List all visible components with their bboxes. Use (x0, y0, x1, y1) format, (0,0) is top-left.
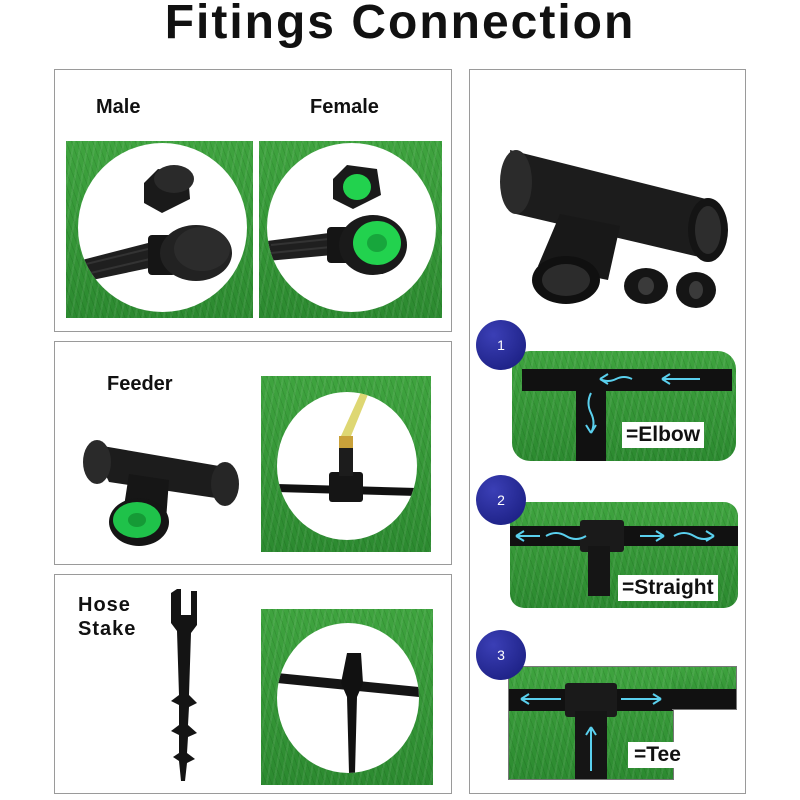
male-fitting-image (78, 165, 232, 283)
hose-stake-label-line2: Stake (78, 618, 137, 640)
page-title: Fitings Connection (164, 0, 636, 49)
feeder-grass-photo (261, 376, 431, 552)
tee-fitting-image (500, 150, 728, 308)
tee-grass-photo (508, 666, 674, 780)
male-label: Male (96, 96, 141, 118)
tee-grass-photo-right (672, 666, 737, 710)
elbow-diagram (522, 369, 732, 461)
male-fitting-circle (78, 143, 247, 312)
hose-stake-panel: Hose Stake (54, 574, 452, 794)
feeder-install-circle (277, 392, 417, 540)
tee-diagram (509, 683, 673, 779)
female-grass-photo (259, 141, 442, 318)
tee-label: =Tee (628, 742, 687, 768)
female-label: Female (310, 96, 379, 118)
hose-stake-grass-photo (261, 609, 433, 785)
male-grass-photo (66, 141, 253, 318)
hose-stake-install-image (277, 653, 419, 773)
step-3-badge: 3 (476, 630, 526, 680)
straight-label: =Straight (618, 575, 718, 601)
hose-stake-label-line1: Hose (78, 594, 131, 616)
step-1-badge: 1 (476, 320, 526, 370)
elbow-label: =Elbow (622, 422, 705, 448)
tee-diagram-right (672, 689, 736, 709)
feeder-label: Feeder (107, 373, 173, 395)
fitting-types-panel: 1 =Elbow 2 =Straight 3 =Tee (469, 69, 746, 794)
hose-stake-install-circle (277, 623, 419, 773)
female-fitting-image (267, 165, 407, 275)
hose-stake-image (171, 589, 197, 781)
step-2-badge: 2 (476, 475, 526, 525)
male-female-panel: Male Female (54, 69, 452, 332)
feeder-install-image (277, 392, 417, 502)
female-fitting-circle (267, 143, 436, 312)
straight-diagram (510, 520, 738, 596)
feeder-fitting-image (83, 440, 239, 546)
feeder-panel: Feeder (54, 341, 452, 565)
